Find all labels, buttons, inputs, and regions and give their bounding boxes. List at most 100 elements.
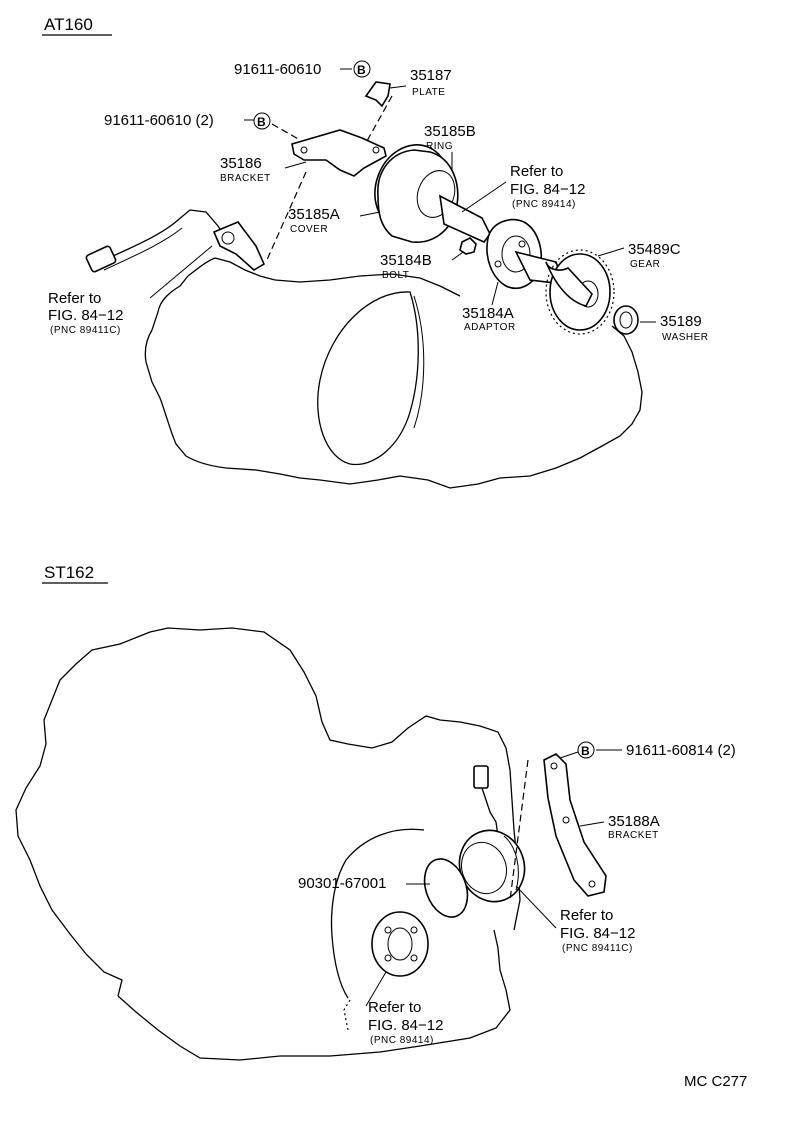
plate-part-name: PLATE	[412, 87, 445, 98]
gear-35489c-number: 35489C	[628, 241, 681, 258]
cover-shaft	[438, 194, 491, 243]
adaptor-hole	[518, 240, 526, 248]
bracket-35188a-part	[543, 753, 607, 897]
driven-gear-hole	[384, 926, 392, 934]
driven-gear-hole	[410, 926, 418, 934]
gear-teeth-ring	[545, 249, 615, 335]
bracket-hole	[300, 146, 308, 154]
washer-35189-number: 35189	[660, 313, 702, 330]
cover-bore	[416, 170, 456, 218]
bracket-35186-part	[291, 129, 387, 177]
washer-bore	[619, 311, 633, 329]
gear-leader	[597, 247, 625, 257]
case-top-edge	[274, 273, 461, 297]
adaptor-face	[501, 235, 531, 273]
sensor-body-side	[503, 835, 519, 891]
section-st162: ST162 90301-67001 B	[15, 563, 736, 1061]
bell-housing-lip	[413, 295, 425, 429]
adaptor-leader	[491, 281, 499, 306]
plate-part-number: 35187	[410, 67, 452, 84]
bracket-dash-guide	[509, 759, 529, 901]
gear-shaft	[545, 261, 593, 307]
adaptor-hole	[494, 260, 502, 268]
speed-sensor-body	[212, 221, 266, 271]
driven-gear-hole	[410, 954, 418, 962]
section-at160: AT160 91611-60610 B 35187 PLATE 91611-60…	[42, 15, 709, 489]
cover-leader	[359, 211, 381, 217]
ref-bottom-line3: (PNC 89414)	[370, 1035, 434, 1046]
driven-gear-part	[371, 911, 429, 977]
figure-code: MC C277	[684, 1073, 747, 1090]
speed-sensor-cable	[99, 209, 227, 263]
circle-b-marker	[577, 741, 595, 759]
cover-35185a-part	[377, 149, 459, 243]
gear-35489c-name: GEAR	[630, 259, 660, 270]
washer-35189-part	[613, 305, 639, 335]
driven-gear-hole	[384, 954, 392, 962]
section-title-st162: ST162	[44, 563, 94, 582]
cover-35185a-name: COVER	[290, 224, 328, 235]
sensor-connector	[473, 765, 489, 789]
cover-35185a-number: 35185A	[288, 206, 340, 223]
ref-top-line1: Refer to	[510, 163, 563, 180]
bracket-35186-number: 35186	[220, 155, 262, 172]
bolt-91611-60610-label: 91611-60610	[234, 61, 321, 78]
ref-left-line2: FIG. 84−12	[48, 307, 123, 324]
bracket-hole	[562, 816, 570, 824]
bracket-leader	[284, 161, 307, 169]
ref-right-leader	[515, 885, 557, 929]
transmission-case-outline	[144, 257, 643, 489]
bolt-35184b-name: BOLT	[382, 270, 409, 281]
bracket-leader	[579, 821, 605, 827]
bracket-hole	[372, 146, 380, 154]
case-left-side	[15, 631, 151, 997]
plate-part	[364, 81, 391, 108]
bolt-35184b-part	[459, 237, 477, 255]
o-ring-part	[423, 858, 469, 918]
driven-gear-bore	[387, 927, 413, 961]
speed-sensor-cable-outer	[103, 227, 183, 271]
ref-bottom-leader	[365, 971, 387, 1007]
bolt-35184b-number: 35184B	[380, 252, 432, 269]
plate-leader	[389, 85, 407, 89]
ref-top-line3: (PNC 89414)	[512, 199, 576, 210]
circle-b-marker	[353, 60, 371, 78]
bolt2-dash-guide	[271, 123, 301, 141]
bracket-hole	[588, 880, 596, 888]
bolt-91611-60814-label: 91611-60814 (2)	[626, 742, 736, 759]
sensor-mount	[221, 231, 235, 245]
circle-b-marker	[253, 112, 271, 130]
bracket-35188a-name: BRACKET	[608, 830, 659, 841]
case-bottom-edge	[117, 929, 511, 1061]
bolt-91611-60610-2-label: 91611-60610 (2)	[104, 112, 214, 129]
bracket-hole	[550, 762, 558, 770]
ref-right-line1: Refer to	[560, 907, 613, 924]
bracket-35186-name: BRACKET	[220, 173, 271, 184]
bracket-dash-guide	[265, 171, 307, 263]
sensor-wire	[481, 787, 499, 837]
transmission-case-outline	[149, 627, 521, 931]
ref-right-line3: (PNC 89411C)	[562, 943, 633, 954]
ref-right-line2: FIG. 84−12	[560, 925, 635, 942]
circle-b-letter: B	[257, 115, 266, 129]
o-ring-90301-67001-label: 90301-67001	[298, 875, 386, 892]
circle-b-letter: B	[581, 744, 590, 758]
section-title-at160: AT160	[44, 15, 93, 34]
ring-35185b-number: 35185B	[424, 123, 476, 140]
bell-housing-opening	[317, 291, 419, 466]
case-inner-bell	[330, 828, 425, 999]
ref-top-leader	[461, 181, 507, 213]
ref-left-line3: (PNC 89411C)	[50, 325, 121, 336]
speed-sensor-face	[460, 841, 508, 895]
ref-left-line1: Refer to	[48, 290, 101, 307]
sensor-connector	[85, 245, 117, 273]
washer-35189-name: WASHER	[662, 332, 709, 343]
ring-35185b-name: RING	[426, 141, 453, 152]
adaptor-35184a-number: 35184A	[462, 305, 514, 322]
ref-bottom-line2: FIG. 84−12	[368, 1017, 443, 1034]
ref-top-line2: FIG. 84−12	[510, 181, 585, 198]
circle-b-letter: B	[357, 63, 366, 77]
ref-left-leader	[149, 245, 213, 299]
case-left-flange	[214, 257, 276, 281]
